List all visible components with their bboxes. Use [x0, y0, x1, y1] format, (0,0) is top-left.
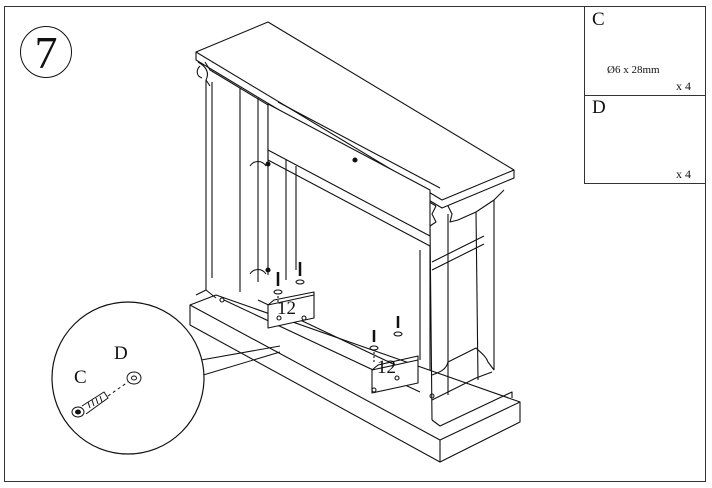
callout-bolt-label: C: [74, 367, 87, 388]
step-number: 7: [34, 27, 58, 78]
part-d-letter: D: [592, 97, 606, 118]
part-c-spec: Ø6 x 28mm: [607, 64, 660, 76]
washer-icon: [627, 124, 663, 156]
part-d-qty: x 4: [676, 167, 691, 181]
bolt-icon: [622, 26, 664, 56]
callout-washer-label: D: [114, 343, 128, 364]
instruction-frame: [4, 6, 706, 482]
part-c-letter: C: [592, 9, 605, 30]
parts-divider: [584, 95, 706, 96]
board-label-left: 12: [277, 298, 296, 319]
board-label-right: 12: [377, 357, 396, 378]
step-number-circle: [20, 26, 72, 78]
part-c-qty: x 4: [676, 79, 691, 93]
